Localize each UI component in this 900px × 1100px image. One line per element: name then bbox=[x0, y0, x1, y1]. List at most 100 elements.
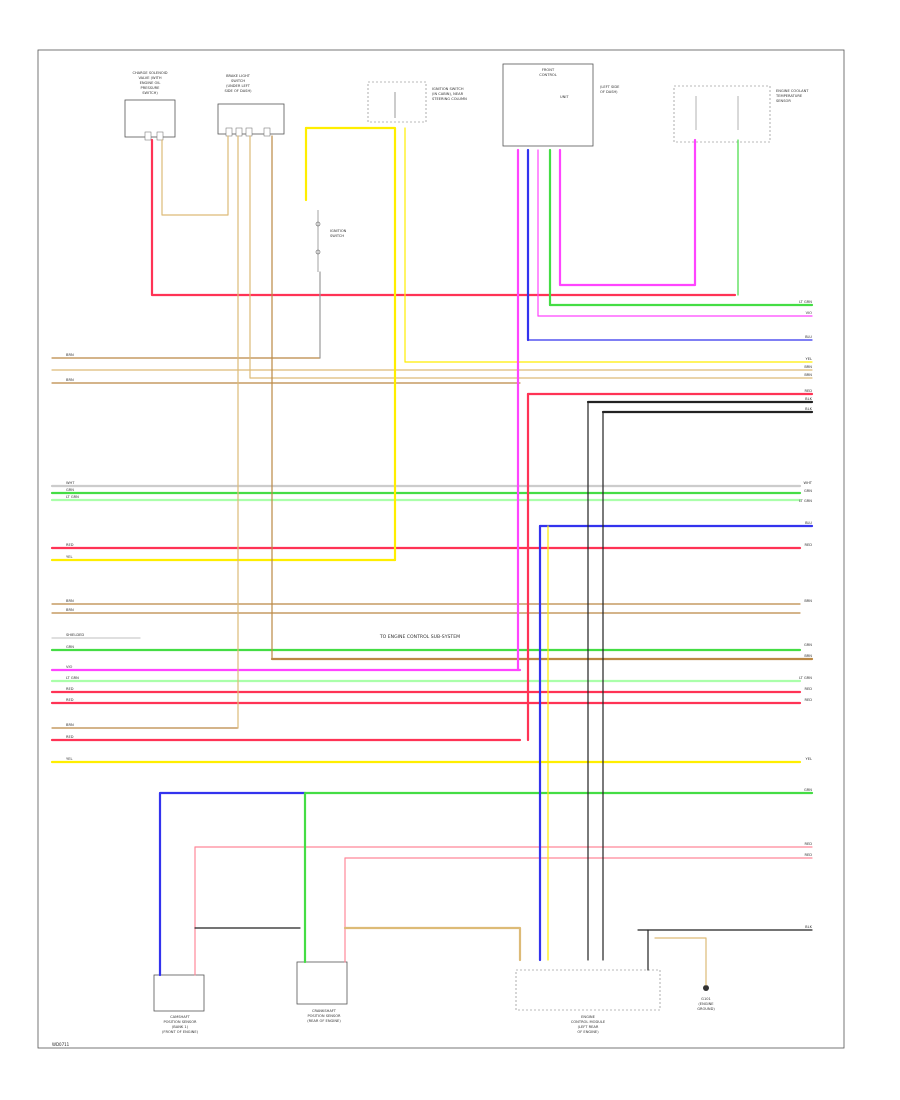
wire-label-right: GRN bbox=[804, 489, 812, 493]
wire-label-right: GRN bbox=[804, 643, 812, 647]
component-label-line: (ENGINE bbox=[698, 1002, 714, 1006]
component-label-line: (LEFT REAR bbox=[578, 1025, 599, 1029]
wire-label-left: GRN bbox=[66, 488, 74, 492]
wire-label-right: BLK bbox=[805, 925, 812, 929]
wire-label-right: BLK bbox=[805, 397, 812, 401]
wire-label-right: RED bbox=[804, 687, 812, 691]
component-charge-solenoid: CHARGE SOLENOID VALVE (WITH ENGINE OIL P… bbox=[124, 71, 176, 141]
component-label-line: SWITCH bbox=[330, 234, 344, 238]
component-crankshaft-sensor: CRANKSHAFT POSITION SENSOR (REAR OF ENGI… bbox=[296, 961, 348, 1023]
connector-pin bbox=[144, 131, 152, 141]
wire-tan-bottom bbox=[343, 926, 522, 962]
component-label-line: ENGINE bbox=[581, 1015, 595, 1019]
wire-label-left: RED bbox=[66, 687, 74, 691]
wire-yel-main bbox=[304, 126, 397, 562]
ground-icon bbox=[703, 985, 709, 991]
wire-label-right: WHT bbox=[804, 481, 813, 485]
wire-label-right: YEL bbox=[806, 757, 812, 761]
wire-label-left: LT GRN bbox=[66, 676, 79, 680]
component-label-line: SWITCH bbox=[231, 79, 245, 83]
wire-label-right: LT GRN bbox=[799, 676, 812, 680]
wire-label-right: LT GRN bbox=[799, 499, 812, 503]
component-box bbox=[515, 969, 661, 1011]
component-label-line: (LEFT SIDE bbox=[600, 85, 620, 89]
component-label-line: CONTROL MODULE bbox=[571, 1020, 606, 1024]
component-label-line: (REAR OF ENGINE) bbox=[307, 1019, 341, 1023]
connector-pin bbox=[235, 127, 243, 137]
component-label-line: ENGINE COOLANT bbox=[776, 89, 809, 93]
wire-label-right: BRN bbox=[804, 365, 812, 369]
page-code: WD0711 bbox=[52, 1042, 70, 1047]
wire-label-right: GRN bbox=[804, 788, 812, 792]
wire-label-left: YEL bbox=[66, 757, 72, 761]
wire-label-right: YEL bbox=[806, 357, 812, 361]
switch-contact bbox=[315, 221, 321, 227]
wire-red-top bbox=[150, 138, 737, 297]
wire-label-left: GRN bbox=[66, 645, 74, 649]
wire-label-left: BRN bbox=[66, 723, 74, 727]
wire-label-right: VIO bbox=[806, 311, 813, 315]
wire-label-left: LT GRN bbox=[66, 495, 79, 499]
component-label-line: SIDE OF DASH) bbox=[224, 89, 252, 93]
component-label-line: OF DASH) bbox=[600, 90, 618, 94]
component-box bbox=[124, 99, 176, 138]
wire-label-left: RED bbox=[66, 735, 74, 739]
wire-label-right: RED bbox=[804, 698, 812, 702]
wire-tan-top bbox=[161, 135, 229, 216]
wire-vio-loop bbox=[558, 138, 697, 287]
component-label-line: CHARGE SOLENOID bbox=[132, 71, 167, 75]
wire-blu-camshaft bbox=[158, 791, 307, 977]
component-label-line: VALVE (WITH bbox=[138, 76, 161, 80]
connector-pin bbox=[263, 127, 271, 137]
wire-label-right: BRN bbox=[804, 654, 812, 658]
wire-label-left: RED bbox=[66, 543, 74, 547]
component-label-line: UNIT bbox=[560, 95, 569, 99]
component-box bbox=[153, 974, 205, 1012]
component-label-line: POSITION SENSOR bbox=[163, 1020, 197, 1024]
component-label-line: (FRONT OF ENGINE) bbox=[162, 1030, 199, 1034]
connector-pin bbox=[156, 131, 164, 141]
component-ignition-switch: IGNITION SWITCH bbox=[315, 210, 347, 272]
wire-label-right: BLK bbox=[805, 407, 812, 411]
component-label-line: POSITION SENSOR bbox=[307, 1014, 341, 1018]
component-coolant-temp-sensor: ENGINE COOLANT TEMPERATURE SENSOR bbox=[673, 85, 809, 143]
component-label-line: IGNITION bbox=[330, 229, 347, 233]
wire-label-left: SHIELDED bbox=[66, 633, 84, 637]
wire-label-right: RED bbox=[804, 389, 812, 393]
wire-label-right: RED bbox=[804, 543, 812, 547]
wire-label-left: RED bbox=[66, 698, 74, 702]
connector-pin bbox=[245, 127, 253, 137]
component-camshaft-sensor: CAMSHAFT POSITION SENSOR (BANK 1) (FRONT… bbox=[153, 974, 205, 1034]
component-box bbox=[673, 85, 771, 143]
diagram-frame bbox=[37, 49, 845, 1049]
component-label-line: SWITCH) bbox=[142, 91, 158, 95]
component-label-line: PRESSURE bbox=[141, 86, 161, 90]
wire-label-right: RED bbox=[804, 853, 812, 857]
component-ignition-switch-cabin: IGNITION SWITCH (IN CABIN), NEAR STEERIN… bbox=[367, 81, 467, 123]
wire-label-right: LT GRN bbox=[799, 300, 812, 304]
component-label-line: OF ENGINE) bbox=[577, 1030, 599, 1034]
component-label-line: GROUND) bbox=[697, 1007, 715, 1011]
component-label-line: CRANKSHAFT bbox=[312, 1009, 337, 1013]
component-box bbox=[296, 961, 348, 1005]
wire-label-right: BRN bbox=[804, 373, 812, 377]
wire-label-right: BRN bbox=[804, 599, 812, 603]
component-front-control-unit: FRONT CONTROL UNIT (LEFT SIDE OF DASH) bbox=[502, 63, 620, 147]
system-label: TO ENGINE CONTROL SUB-SYSTEM bbox=[379, 634, 460, 640]
component-label-line: ENGINE OIL bbox=[140, 81, 161, 85]
wire-label-right: BLU bbox=[805, 335, 812, 339]
component-box bbox=[367, 81, 427, 123]
right-wire-labels: LT GRN VIO BLU YEL BRN BRN RED BLK BLK WHT GRN LT G… bbox=[799, 300, 813, 929]
wire-label-right: RED bbox=[804, 842, 812, 846]
component-label-line: G101 bbox=[701, 997, 711, 1001]
connector-pin bbox=[225, 127, 233, 137]
component-label-line: (IN CABIN), NEAR bbox=[432, 92, 464, 96]
component-engine-control-module: ENGINE CONTROL MODULE (LEFT REAR OF ENGI… bbox=[515, 969, 661, 1034]
component-brake-light-switch: BRAKE LIGHT SWITCH (UNDER LEFT SIDE OF D… bbox=[217, 74, 285, 137]
wire-label-left: YEL bbox=[66, 555, 72, 559]
component-label-line: (UNDER LEFT bbox=[226, 84, 251, 88]
wire-tan-ground bbox=[654, 937, 707, 986]
component-label-line: IGNITION SWITCH bbox=[432, 87, 464, 91]
